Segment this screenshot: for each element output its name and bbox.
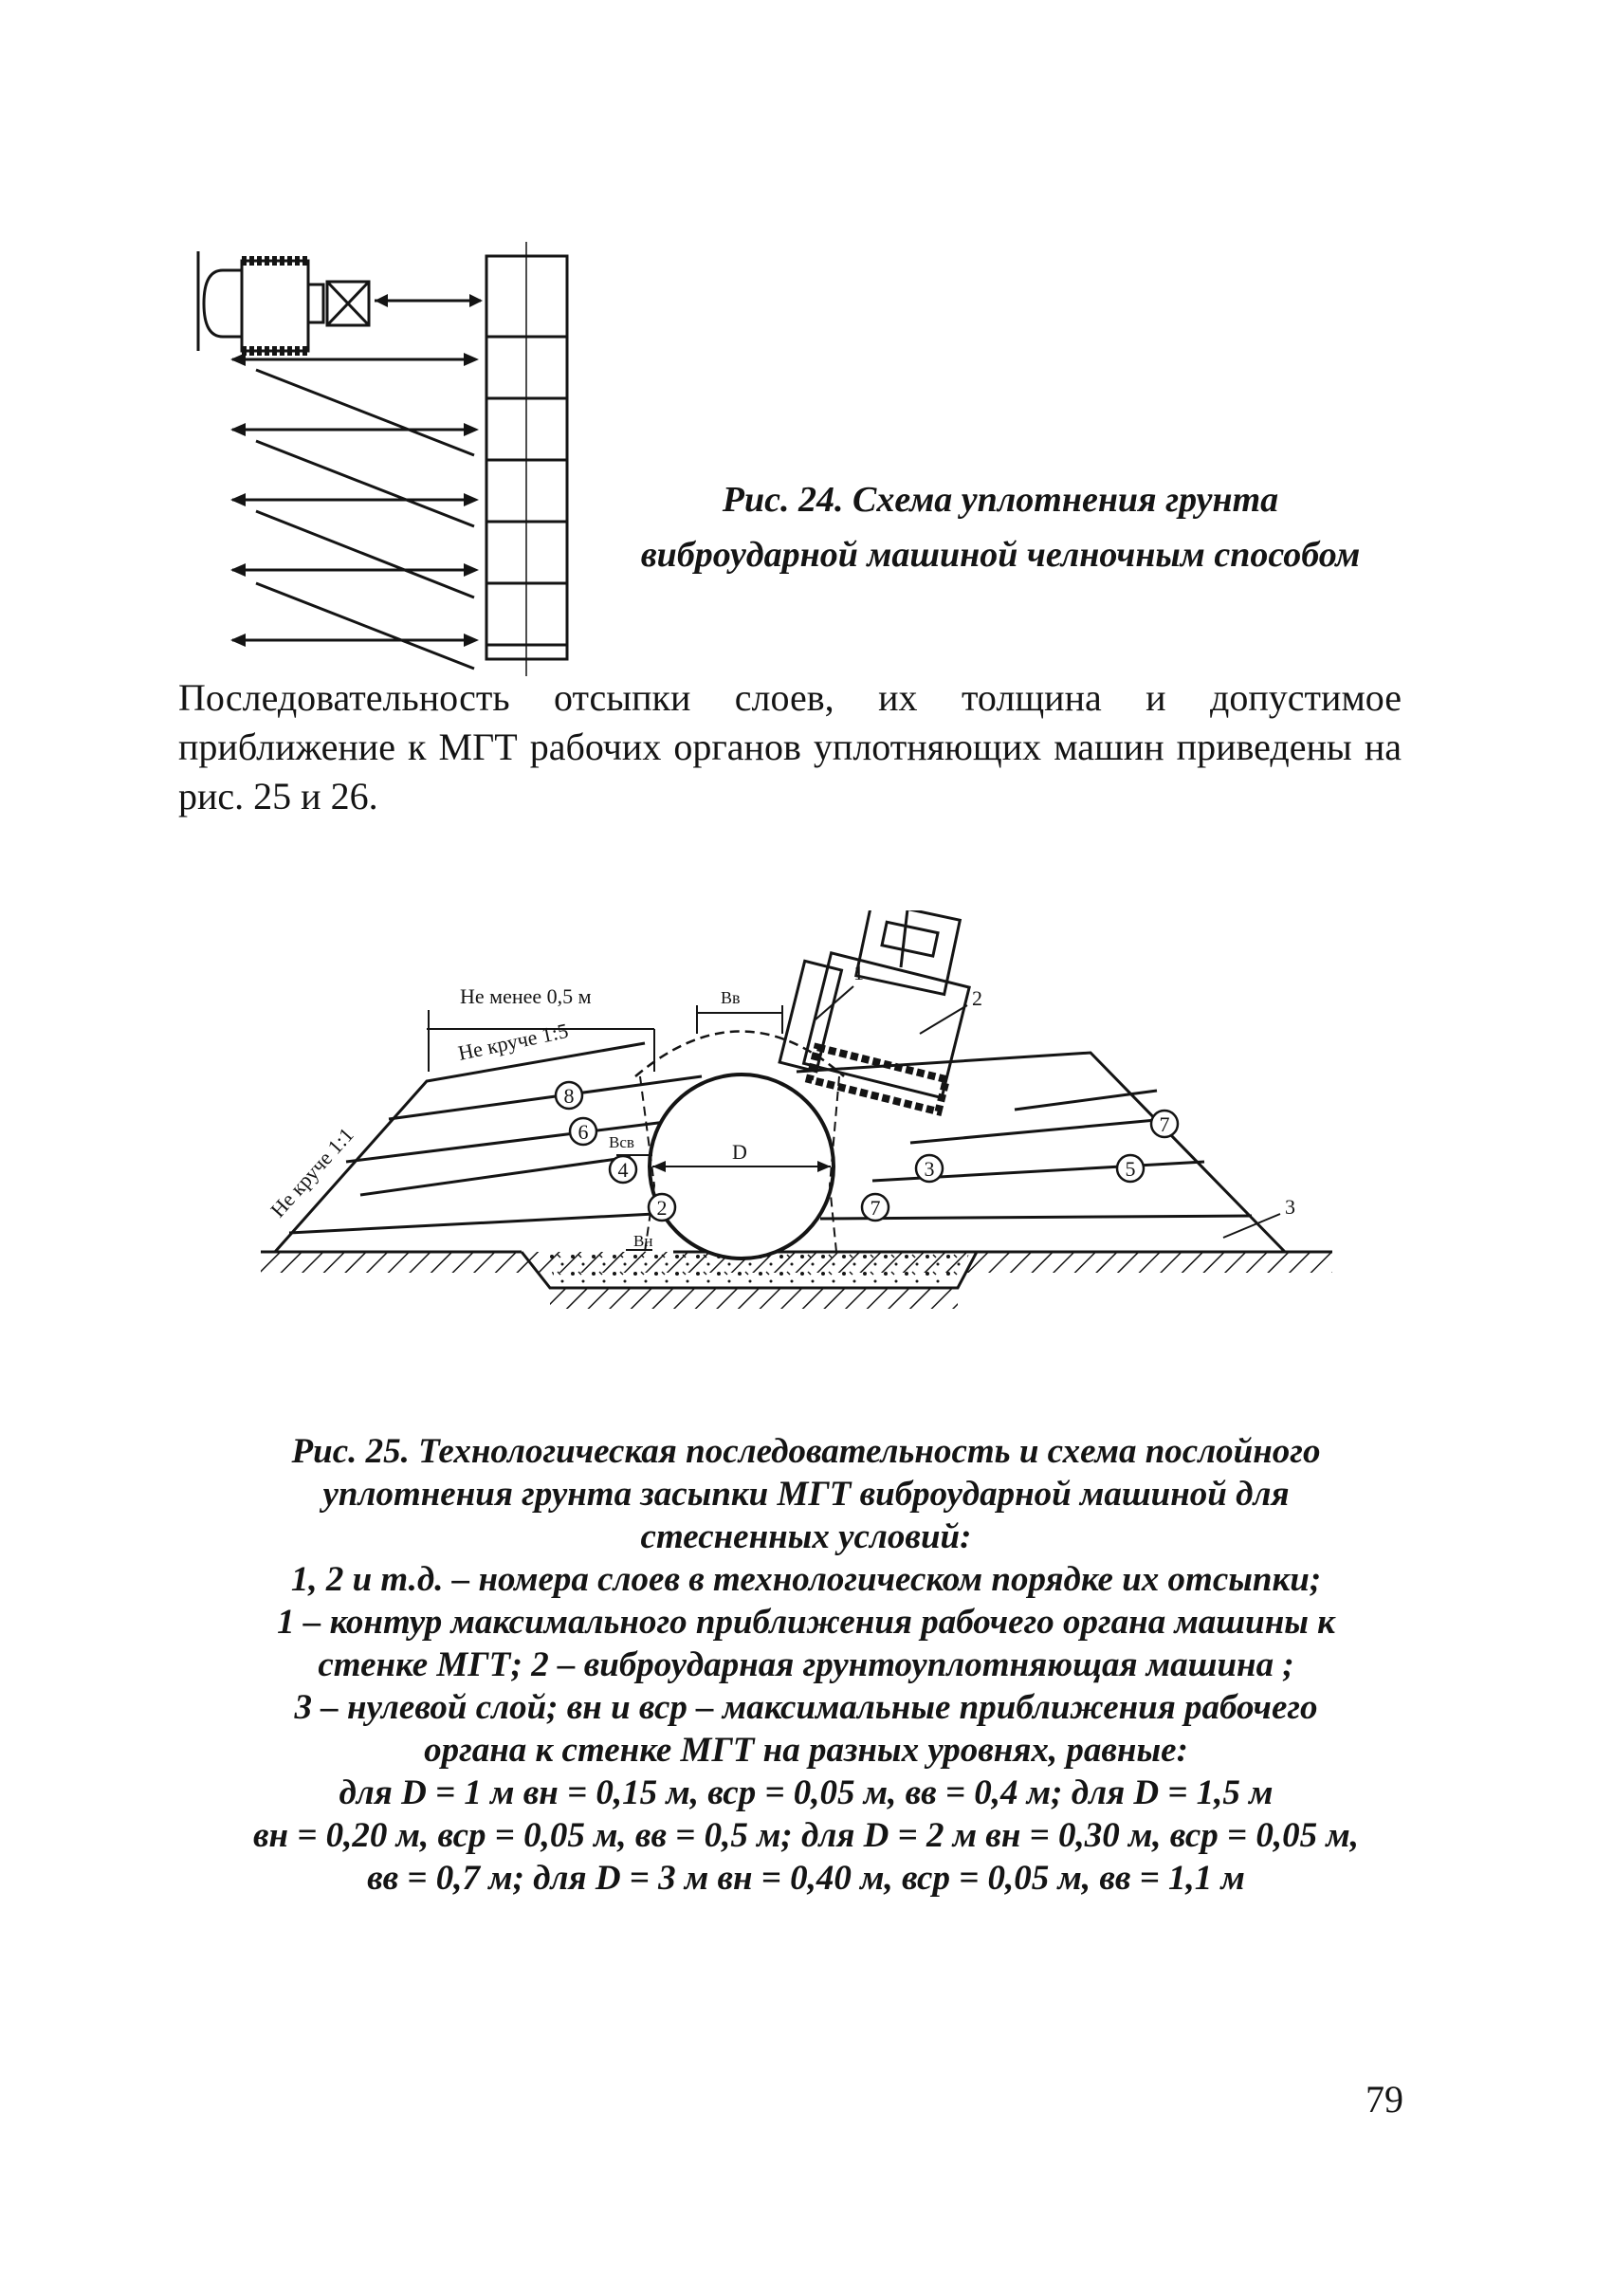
layer-number: 6 bbox=[578, 1120, 589, 1144]
callout-3: 3 bbox=[1285, 1195, 1295, 1219]
layer-number: 8 bbox=[564, 1084, 575, 1108]
figure-25-caption-line: стенке МГТ; 2 – виброударная грунтоуплот… bbox=[318, 1645, 1294, 1684]
layer-markers bbox=[554, 1080, 1180, 1222]
label-bv: Вв bbox=[721, 988, 741, 1007]
figure-25-caption-line: вв = 0,7 м; для D = 3 м вн = 0,40 м, вср… bbox=[367, 1859, 1245, 1898]
label-bsv: Всв bbox=[609, 1133, 634, 1151]
figure-25-caption-line: 1 – контур максимального приближения раб… bbox=[277, 1603, 1335, 1642]
figure-24-caption-line-1: Рис. 24. Схема уплотнения грунта bbox=[722, 480, 1279, 520]
figure-25-diagram: 2 3 4 5 6 7 7 8 Не менее 0,5 м Не круче … bbox=[261, 910, 1332, 1309]
trench bbox=[520, 1251, 979, 1309]
figure-25-caption-line: для D = 1 м вн = 0,15 м, вср = 0,05 м, в… bbox=[339, 1773, 1274, 1812]
pipe bbox=[648, 1073, 835, 1260]
vibro-machine-icon bbox=[202, 256, 371, 356]
figure-24-diagram bbox=[196, 242, 569, 676]
callout-2: 2 bbox=[972, 986, 982, 1010]
label-not-less: Не менее 0,5 м bbox=[460, 984, 592, 1008]
figure-25-caption-line: стесненных условий: bbox=[640, 1517, 972, 1556]
label-bn: Вн bbox=[633, 1232, 652, 1250]
figure-25-caption-line: 1, 2 и т.д. – номера слоев в технологиче… bbox=[290, 1560, 1322, 1599]
clearance-dimensions bbox=[427, 1005, 783, 1251]
label-diameter: D bbox=[732, 1140, 747, 1164]
figure-25-caption-line: органа к стенке МГТ на разных уровнях, р… bbox=[424, 1731, 1188, 1770]
figure-25-caption-line: Рис. 25. Технологическая последовательно… bbox=[291, 1432, 1321, 1471]
layer-marker-labels: 2 3 4 5 6 7 7 8 bbox=[564, 1084, 1170, 1220]
layer-number: 4 bbox=[618, 1158, 629, 1182]
figure-25-caption: Рис. 25. Технологическая последовательно… bbox=[180, 1430, 1432, 1900]
figure-25-caption-line: уплотнения грунта засыпки МГТ виброударн… bbox=[322, 1475, 1290, 1514]
layer-number: 7 bbox=[1160, 1112, 1170, 1136]
compaction-machine bbox=[778, 910, 971, 1116]
page-number: 79 bbox=[1366, 2078, 1403, 2121]
figure-24-caption-line-2: виброударной машиной челночным способом bbox=[640, 535, 1361, 575]
embankment-layers bbox=[273, 1041, 1287, 1254]
callout-1: 1 bbox=[853, 961, 864, 984]
layer-number: 3 bbox=[925, 1157, 935, 1181]
figure-24-caption: Рис. 24. Схема уплотнения грунта виброуд… bbox=[607, 472, 1394, 582]
layer-number: 7 bbox=[871, 1196, 881, 1220]
layer-number: 5 bbox=[1126, 1157, 1136, 1181]
callout-leaders bbox=[815, 985, 1281, 1239]
layer-number: 2 bbox=[657, 1196, 668, 1220]
shuttle-path bbox=[232, 358, 475, 670]
figure-25-caption-line: вн = 0,20 м, вср = 0,05 м, вв = 0,5 м; д… bbox=[253, 1816, 1359, 1855]
body-paragraph: Последовательность отсыпки слоев, их тол… bbox=[178, 676, 1402, 817]
compaction-strip bbox=[485, 242, 569, 676]
figure-25-caption-line: 3 – нулевой слой; вн и вср – максимальны… bbox=[294, 1688, 1318, 1727]
